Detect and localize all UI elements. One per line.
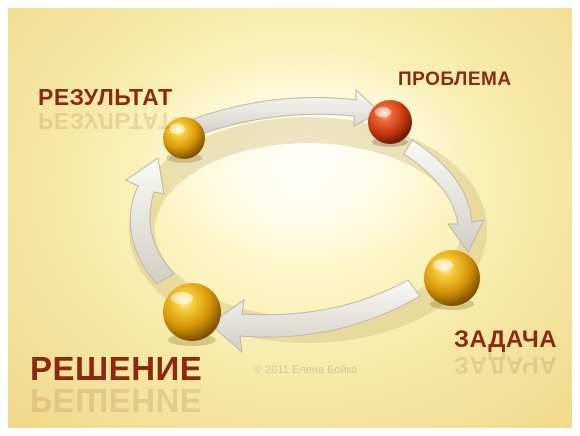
sphere-problem	[368, 100, 412, 147]
label-problem: ПРОБЛЕМА	[398, 69, 512, 90]
arrow-problem-to-task	[403, 139, 485, 253]
cycle-arrows-graphic	[125, 48, 487, 354]
arrow-task-to-solution	[209, 279, 421, 354]
label-task-reflection: ЗАДАЧА	[454, 351, 558, 378]
cycle-diagram: РЕЗУЛЬТАТ РЕЗУЛЬТАТ ПРОБЛЕМА ЗАДАЧА ЗАДА…	[8, 8, 572, 428]
label-task: ЗАДАЧА	[454, 326, 558, 353]
label-solution: РЕШЕНИЕ	[30, 350, 203, 387]
label-result-reflection: РЕЗУЛЬТАТ	[38, 108, 173, 134]
sphere-result	[163, 117, 205, 163]
sphere-task	[424, 250, 480, 310]
arrow-solution-to-result	[125, 157, 175, 285]
label-solution-reflection: РЕШЕНИЕ	[30, 382, 203, 419]
sphere-solution	[163, 283, 221, 346]
label-result: РЕЗУЛЬТАТ	[38, 84, 173, 110]
watermark: © 2011 Елена Бойко	[254, 364, 358, 376]
